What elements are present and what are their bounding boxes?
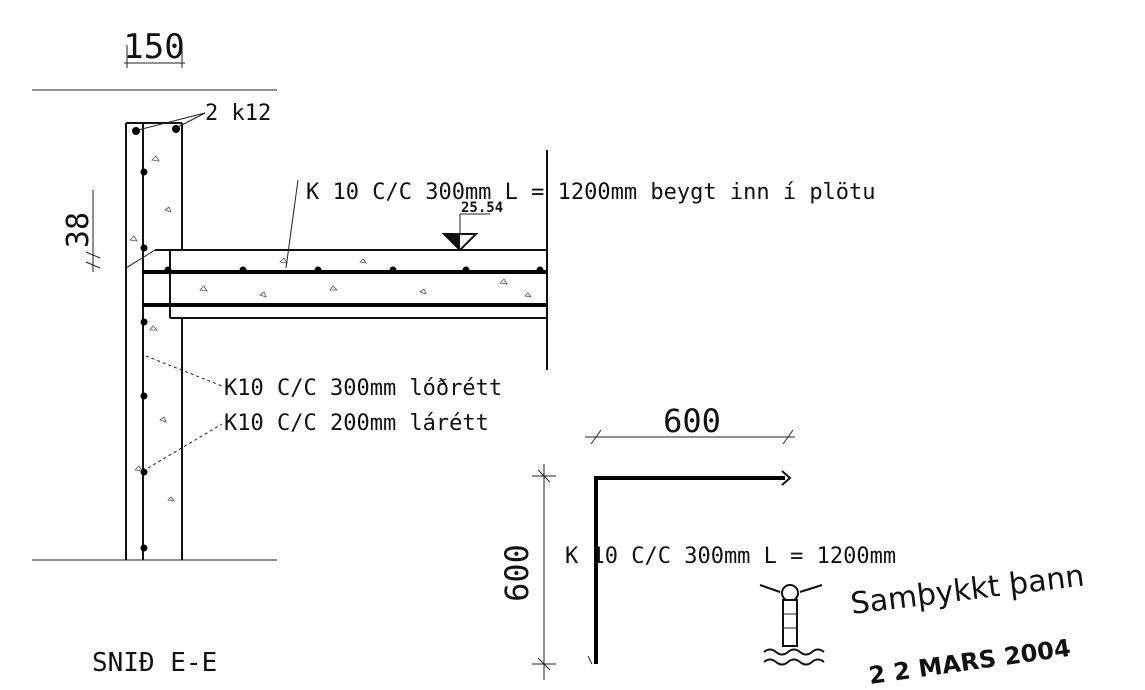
rebar-height-dimension: 38: [61, 190, 101, 272]
approval-stamp: Samþykkt þann 2 2 MARS 2004: [759, 559, 1086, 690]
wall-width-label: 150: [123, 27, 184, 67]
corner-bar-label: K 10 C/C 300mm L = 1200mm: [565, 544, 896, 569]
slab-bar-label: K 10 C/C 300mm L = 1200mm beygt inn í pl…: [306, 180, 876, 205]
wall-rebar-dots: [132, 125, 180, 552]
lighthouse-icon: [759, 584, 825, 666]
top-bars-label: 2 k12: [205, 101, 271, 126]
corner-bar-detail: 600 600 K 10 C/C 300mm L = 1200mm: [498, 402, 896, 680]
rebar-height-label: 38: [61, 212, 96, 248]
corner-vertical-dim-label: 600: [498, 544, 536, 602]
section-title: SNIÐ E-E: [92, 648, 217, 678]
top-bars-callout: 2 k12: [137, 101, 271, 131]
wall-width-dimension: 150: [123, 27, 185, 68]
horizontal-bars-label: K10 C/C 200mm lárétt: [224, 411, 489, 436]
corner-horizontal-dim-label: 600: [663, 402, 721, 440]
stamp-date: 2 2 MARS 2004: [867, 634, 1072, 690]
level-marker: 25.54: [441, 200, 503, 252]
corner-bar-shape: [594, 476, 785, 664]
vertical-bars-label: K10 C/C 300mm lóðrétt: [224, 376, 502, 401]
wall-bars-callout: K10 C/C 300mm lóðrétt K10 C/C 200mm láré…: [145, 355, 502, 469]
level-marker-label: 25.54: [461, 200, 503, 216]
concrete-wall: [125, 122, 183, 560]
slab-bar-callout: K 10 C/C 300mm L = 1200mm beygt inn í pl…: [285, 179, 876, 269]
concrete-slab: [125, 150, 548, 370]
